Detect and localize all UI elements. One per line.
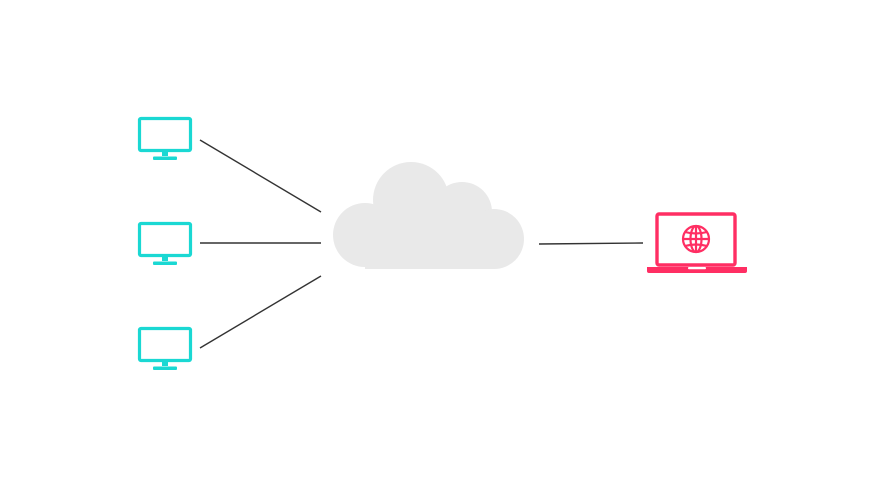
desktop-monitor-icon (137, 116, 193, 160)
connection-client-1-to-cloud (199, 139, 322, 213)
connections (199, 139, 644, 349)
desktop-monitor-icon (137, 326, 193, 370)
laptop-globe-icon (647, 212, 747, 273)
connection-client-3-to-cloud (199, 275, 322, 349)
globe-icon (681, 224, 711, 254)
connection-cloud-to-server (538, 242, 644, 245)
cloud-icon (333, 162, 524, 269)
desktop-monitor-icon (137, 221, 193, 265)
